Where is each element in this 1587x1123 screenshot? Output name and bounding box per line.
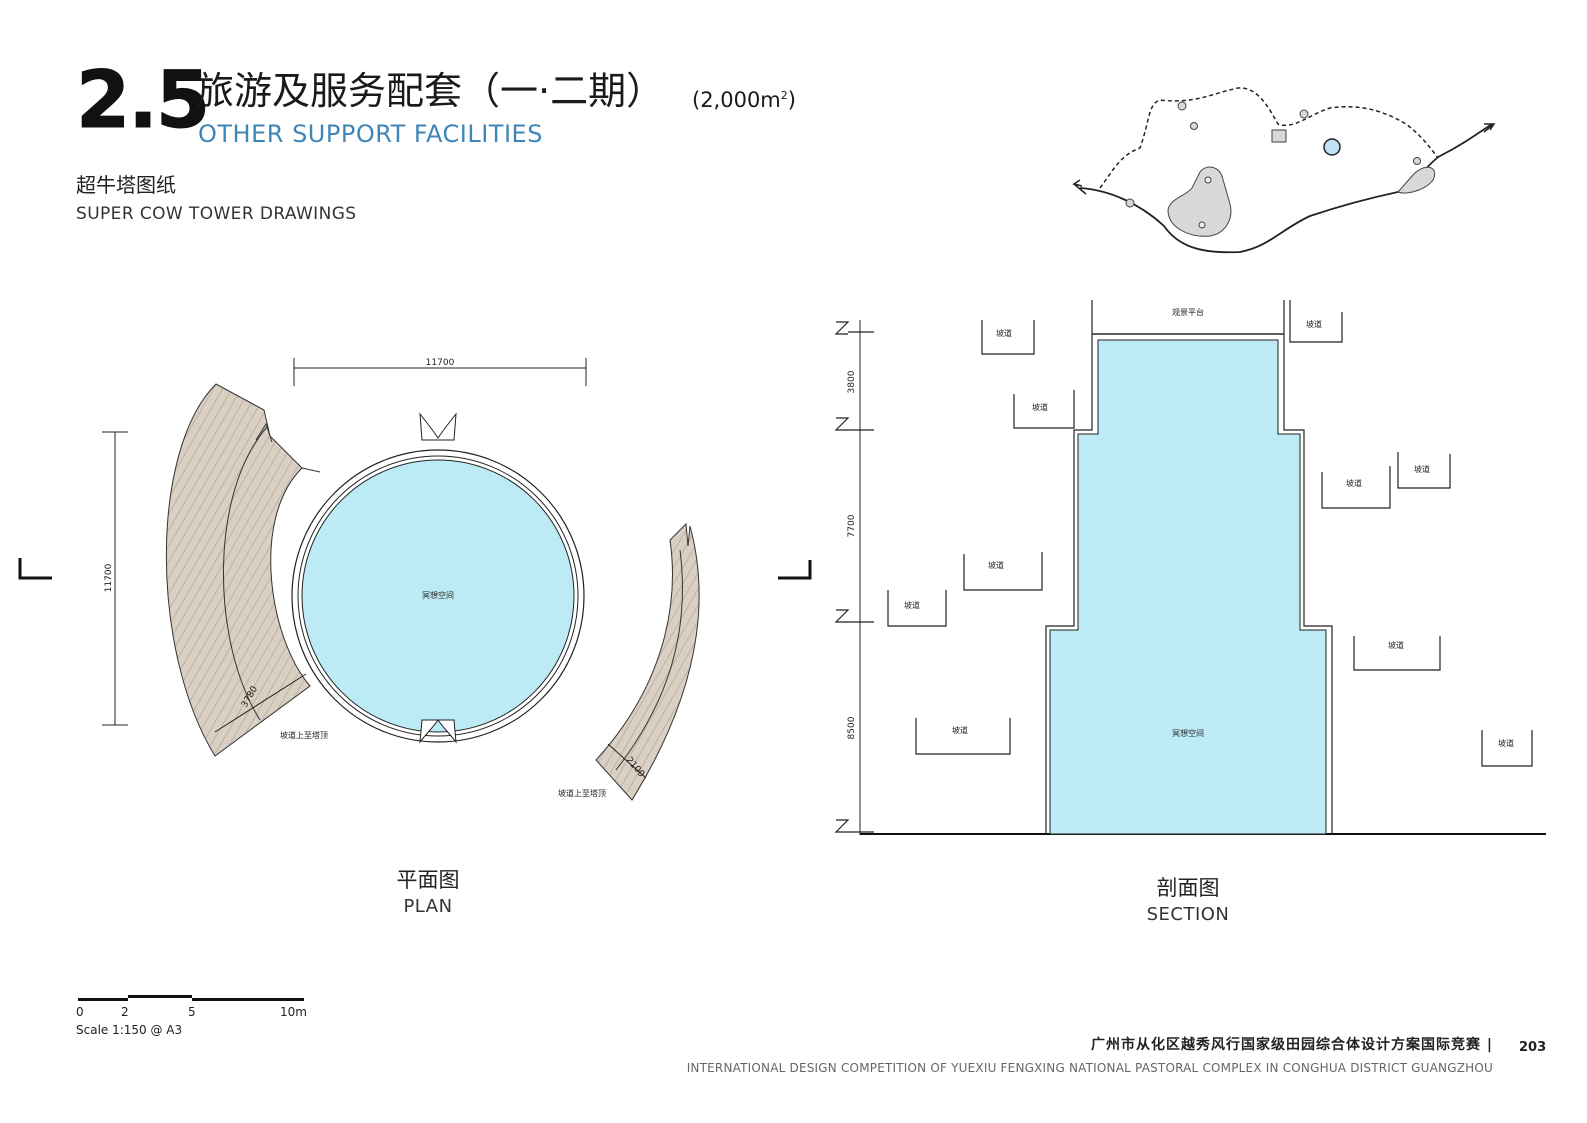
ramp-left-width-dim bbox=[214, 673, 307, 733]
site-pond-1 bbox=[1167, 166, 1232, 237]
ramp-segment-3: 坡道 bbox=[1013, 390, 1075, 429]
ramp-left bbox=[165, 383, 311, 757]
site-dot-6 bbox=[1204, 176, 1212, 184]
ramp-right-centerline bbox=[615, 549, 683, 771]
ramp-right-width-dim bbox=[607, 743, 647, 779]
ramp-label-3: 坡道 bbox=[1032, 402, 1048, 412]
section-number: 2.5 bbox=[75, 56, 210, 146]
page-number: 203 bbox=[1519, 1040, 1547, 1055]
site-boundary-dashed bbox=[1099, 87, 1439, 189]
level-mark-4 bbox=[834, 819, 874, 833]
ramp-left-arrow bbox=[255, 422, 273, 443]
site-key-map bbox=[1072, 87, 1496, 254]
area-note: (2,000m2) bbox=[692, 88, 796, 112]
footer-title-cn-text: 广州市从化区越秀风行国家级田园综合体设计方案国际竞赛 bbox=[1091, 1037, 1481, 1053]
ramp-segment-5: 坡道 bbox=[1397, 452, 1451, 489]
ramp-segment-4: 坡道 bbox=[1321, 466, 1391, 509]
section-cut-mark-left bbox=[18, 558, 52, 580]
plan-label-cn: 平面图 bbox=[396, 868, 460, 892]
area-suffix: ) bbox=[787, 88, 796, 112]
scale-bar bbox=[78, 995, 304, 1001]
ramp-left-label: 坡道上至塔顶 bbox=[280, 730, 328, 740]
ramp-segment-10: 坡道 bbox=[1481, 730, 1533, 767]
footer-title-en: INTERNATIONAL DESIGN COMPETITION OF YUEX… bbox=[686, 1061, 1493, 1075]
section-drawing: 3800 7700 8500 观景平台 冥想空间 坡道 坡道 坡道 坡道 坡道 … bbox=[778, 300, 1546, 835]
plan-label: 平面图 PLAN bbox=[328, 864, 528, 917]
meditation-space bbox=[301, 459, 575, 733]
entry-gate-bottom bbox=[419, 719, 457, 744]
dim-text-mid: 7700 bbox=[847, 514, 857, 537]
ramp-segment-7: 坡道 bbox=[887, 590, 947, 627]
ramp-label-8: 坡道 bbox=[1388, 640, 1404, 650]
ramp-right bbox=[595, 522, 700, 801]
dim-text-top: 3800 bbox=[847, 370, 857, 393]
section-center-label: 冥想空间 bbox=[1172, 728, 1204, 738]
site-dot-4 bbox=[1125, 198, 1135, 208]
section-label-en: SECTION bbox=[1146, 904, 1230, 925]
ramp-segment-9: 坡道 bbox=[915, 718, 1011, 755]
site-dot-3 bbox=[1299, 109, 1309, 119]
site-boundary-solid bbox=[1079, 123, 1493, 254]
ramp-left-centerline bbox=[222, 425, 269, 721]
scale-tick-0: 0 bbox=[76, 1005, 84, 1019]
scale-tick-10: 10m bbox=[280, 1005, 307, 1019]
level-mark-2 bbox=[834, 417, 874, 431]
page-title-cn: 旅游及服务配套（一·二期） bbox=[196, 69, 665, 113]
site-dot-2 bbox=[1190, 122, 1198, 130]
ramp-label-7: 坡道 bbox=[904, 600, 920, 610]
ramp-label-6: 坡道 bbox=[988, 560, 1004, 570]
ramp-label-5: 坡道 bbox=[1414, 464, 1430, 474]
plan-label-en: PLAN bbox=[403, 896, 453, 917]
section-cut-mark-right bbox=[778, 560, 812, 580]
area-superscript: 2 bbox=[780, 89, 788, 102]
meditation-space-label: 冥想空间 bbox=[422, 590, 454, 600]
tower-inner-ring bbox=[297, 455, 579, 737]
subtitle-cn: 超牛塔图纸 bbox=[76, 173, 176, 197]
tower-outer-ring bbox=[291, 449, 585, 743]
ramp-segment-8: 坡道 bbox=[1353, 636, 1441, 671]
entry-gate-top bbox=[419, 412, 457, 441]
ramp-segment-2: 坡道 bbox=[1289, 300, 1343, 343]
dim-text-width: 11700 bbox=[426, 358, 455, 368]
subtitle-en: SUPER COW TOWER DRAWINGS bbox=[76, 204, 357, 224]
north-arrow-left bbox=[1072, 179, 1087, 195]
footer-divider: | bbox=[1486, 1037, 1493, 1053]
plan-drawing: 11700 11700 3780 坡道上至塔顶 冥想空间 2100 坡道上至塔顶 bbox=[18, 358, 700, 801]
top-platform bbox=[1091, 300, 1285, 335]
site-dot-5 bbox=[1413, 157, 1421, 165]
ramp-label-4: 坡道 bbox=[1346, 478, 1362, 488]
dim-text-bottom: 8500 bbox=[847, 716, 857, 739]
ramp-right-label: 坡道上至塔顶 bbox=[558, 788, 606, 798]
site-location-marker bbox=[1323, 138, 1341, 156]
north-arrow-right bbox=[1483, 123, 1496, 133]
section-label: 剖面图 SECTION bbox=[1088, 872, 1288, 925]
footer-title-cn: 广州市从化区越秀风行国家级田园综合体设计方案国际竞赛 | bbox=[1091, 1034, 1493, 1054]
site-dot-1 bbox=[1177, 101, 1187, 111]
level-mark-1 bbox=[834, 321, 874, 335]
ramp-segment-6: 坡道 bbox=[963, 552, 1043, 591]
site-building bbox=[1271, 129, 1287, 143]
dim-text-height: 11700 bbox=[104, 563, 114, 592]
tower-section-fill bbox=[1049, 339, 1327, 835]
page-title-en: OTHER SUPPORT FACILITIES bbox=[198, 120, 543, 148]
ramp-label-2: 坡道 bbox=[1306, 319, 1322, 329]
ramp-label-10: 坡道 bbox=[1498, 738, 1514, 748]
area-prefix: (2,000m bbox=[692, 88, 781, 112]
ramp-label-1: 坡道 bbox=[996, 328, 1012, 338]
ramp-left-edge-line bbox=[301, 467, 321, 473]
scale-tick-5: 5 bbox=[188, 1005, 196, 1019]
site-dot-7 bbox=[1198, 221, 1206, 229]
site-pond-2 bbox=[1397, 166, 1436, 194]
level-mark-3 bbox=[834, 609, 874, 623]
scale-tick-2: 2 bbox=[121, 1005, 129, 1019]
section-label-cn: 剖面图 bbox=[1156, 876, 1220, 900]
ramp-label-9: 坡道 bbox=[952, 725, 968, 735]
ramp-segment-1: 坡道 bbox=[981, 320, 1035, 355]
top-platform-label: 观景平台 bbox=[1172, 307, 1204, 317]
scale-text: Scale 1:150 @ A3 bbox=[76, 1023, 183, 1037]
